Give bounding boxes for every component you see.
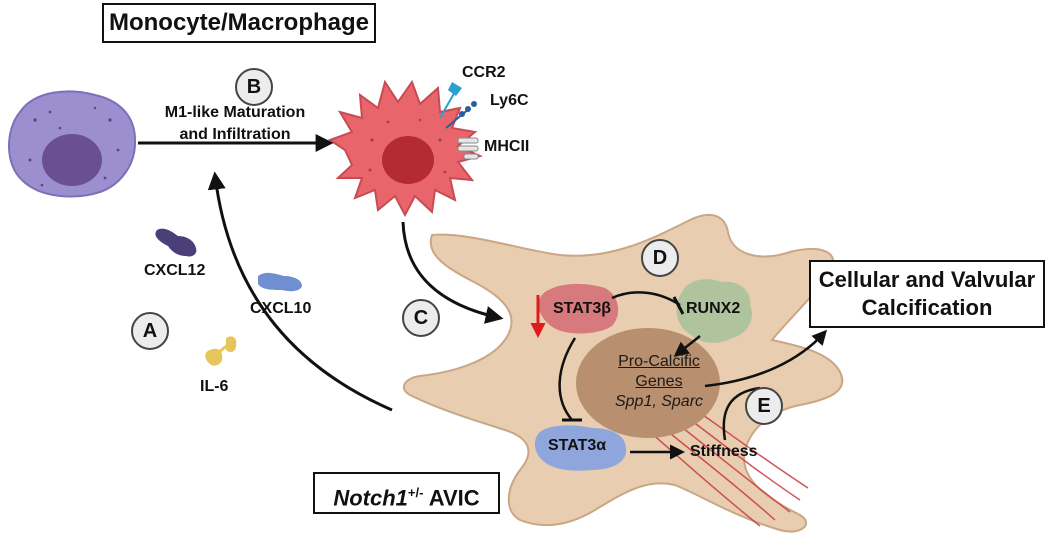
il6-protein <box>205 336 237 366</box>
genes-title-line2: Genes <box>635 373 683 390</box>
inhibition-bar-runx2 <box>672 296 685 315</box>
step-b-marker: B <box>235 68 273 106</box>
arrow-stiffness-to-calcification <box>722 386 761 441</box>
avic-gene: Notch1 <box>333 485 408 511</box>
label-mhcii: MHCII <box>484 138 530 155</box>
arrow-macrophage-to-avic <box>401 221 504 324</box>
inhibition-stat3b-stat3a <box>558 337 577 421</box>
maturation-line2: and Infiltration <box>179 126 291 143</box>
label-il6: IL-6 <box>200 378 229 395</box>
inhibition-stat3b-runx2 <box>611 291 681 307</box>
calcification-line1: Cellular and Valvular <box>818 267 1036 292</box>
label-cxcl12: CXCL12 <box>144 262 206 279</box>
stat3a-protein <box>534 425 627 471</box>
arrow-avic-to-monocyte <box>207 171 393 412</box>
pro-calcific-genes: Pro-Calcific Genes Spp1, Sparc <box>584 352 734 412</box>
ccr2-receptor <box>439 82 462 119</box>
maturation-line1: M1-like Maturation <box>164 104 306 121</box>
avic-label-box: Notch1+/- AVIC <box>313 472 500 514</box>
step-e-marker: E <box>745 387 783 425</box>
label-stat3b: STAT3β <box>553 300 612 317</box>
calcification-box: Cellular and Valvular Calcification <box>809 260 1045 328</box>
step-c-marker: C <box>402 299 440 337</box>
genes-title-line1: Pro-Calcific <box>618 353 700 370</box>
macrophage <box>327 79 483 218</box>
step-a-marker: A <box>131 312 169 350</box>
label-ly6c: Ly6C <box>490 92 529 109</box>
ly6c-receptor <box>445 101 477 129</box>
label-ccr2: CCR2 <box>462 64 506 81</box>
title-box: Monocyte/Macrophage <box>102 3 376 43</box>
stat3b-protein <box>538 283 619 334</box>
label-cxcl10: CXCL10 <box>250 300 312 317</box>
avic-suffix: AVIC <box>428 485 480 511</box>
arrow-genes-to-calcification <box>704 329 827 388</box>
cxcl12-protein <box>155 228 197 257</box>
calcification-line2: Calcification <box>861 295 993 320</box>
runx2-protein <box>676 279 752 343</box>
mhcii-receptor <box>457 137 479 160</box>
arrow-runx2-to-genes <box>673 335 701 357</box>
label-stat3a: STAT3α <box>548 437 607 454</box>
label-stiffness: Stiffness <box>690 443 758 460</box>
avic-genotype: +/- <box>407 485 424 500</box>
cxcl10-protein <box>258 272 302 292</box>
label-runx2: RUNX2 <box>686 300 741 317</box>
maturation-label: M1-like Maturation and Infiltration <box>150 104 320 144</box>
genes-list: Spp1, Sparc <box>614 393 704 410</box>
monocyte <box>8 90 137 198</box>
step-d-marker: D <box>641 239 679 277</box>
